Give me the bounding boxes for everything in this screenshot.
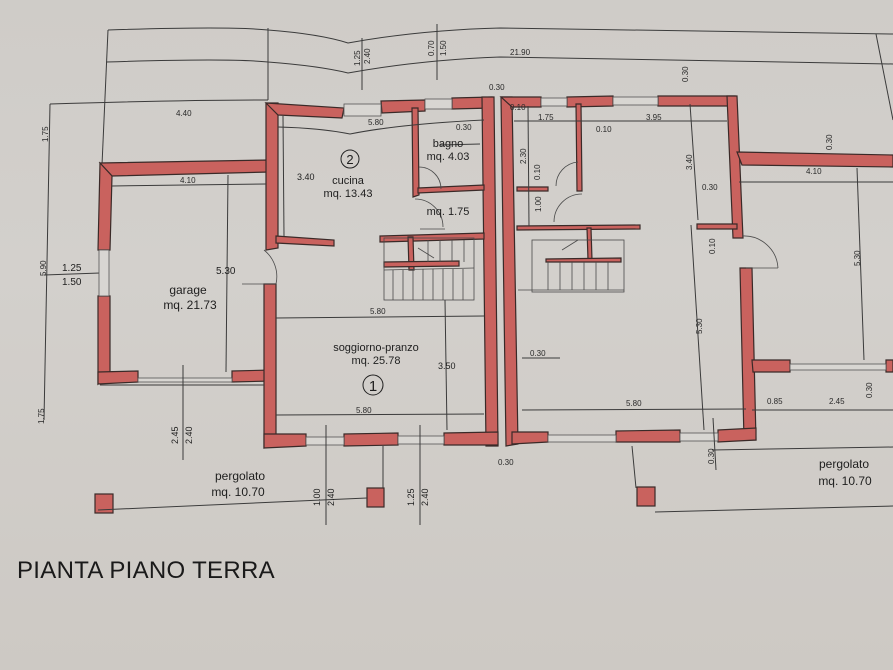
dim-lg-2-40: 2.40 xyxy=(184,426,194,444)
room-pergolato-right-name: pergolato xyxy=(819,457,869,471)
dim-r-1-75: 1.75 xyxy=(538,113,554,122)
dim-r-0-30-top: 0.30 xyxy=(681,66,690,82)
room-cucina-number: 2 xyxy=(346,152,353,167)
left-interior-dims xyxy=(97,115,485,525)
left-unit-walls xyxy=(94,96,499,514)
room-bagno-name: bagno xyxy=(433,138,464,150)
room-soggiorno-number: 1 xyxy=(369,378,377,395)
dim-sogg-width-top: 5.80 xyxy=(370,307,386,316)
dim-rg-2-45: 2.45 xyxy=(829,397,845,406)
dim-perg-2-40-b: 2.40 xyxy=(420,488,430,506)
room-soggiorno-area: mq. 25.78 xyxy=(352,355,401,367)
dim-r-5-80: 5.80 xyxy=(626,399,642,408)
dim-rg-0-30-top: 0.30 xyxy=(825,134,834,150)
dim-r-3-40: 3.40 xyxy=(685,154,694,170)
dim-rg-5-30: 5.30 xyxy=(853,250,862,266)
dim-1-50-top: 1.50 xyxy=(439,40,448,56)
dim-rg-4-10: 4.10 xyxy=(806,167,822,176)
dim-gap-bottom: 0.30 xyxy=(498,458,514,467)
room-garage-name: garage xyxy=(169,283,207,297)
dim-5-90-left: 5.90 xyxy=(39,260,48,276)
dim-0-70-top: 0.70 xyxy=(427,40,436,56)
room-pergolato-left-area: mq. 10.70 xyxy=(211,485,265,499)
dim-r-5-30: 5.30 xyxy=(695,318,704,334)
right-doors xyxy=(553,161,779,269)
dim-rg-0-85: 0.85 xyxy=(767,397,783,406)
dim-overall-21-90: 21.90 xyxy=(510,48,531,57)
dim-bagno-0-30: 0.30 xyxy=(456,123,472,132)
room-cucina-name: cucina xyxy=(332,175,365,187)
dim-r-3-95: 3.95 xyxy=(646,113,662,122)
dim-garage-depth: 5.30 xyxy=(216,266,236,277)
dim-r-0-10-c: 0.10 xyxy=(533,164,542,180)
dim-1-25-left: 1.25 xyxy=(62,263,82,274)
right-interior-dims xyxy=(514,103,893,513)
dim-perg-1-00: 1.00 xyxy=(312,488,322,506)
dim-1-75-left-top: 1.75 xyxy=(41,126,50,142)
dim-2-40-top: 2.40 xyxy=(363,48,372,64)
dim-lg-2-45: 2.45 xyxy=(170,426,180,444)
dim-rg-0-30: 0.30 xyxy=(865,382,874,398)
room-soggiorno-name: soggiorno-pranzo xyxy=(333,342,419,354)
dim-r-0-10-a: 0.10 xyxy=(510,103,526,112)
dim-sogg-width-bottom: 5.80 xyxy=(356,406,372,415)
room-garage-area: mq. 21.73 xyxy=(163,298,217,312)
room-pergolato-right-area: mq. 10.70 xyxy=(818,474,872,488)
top-dimension-lines xyxy=(43,24,893,421)
room-antibagno-area: mq. 1.75 xyxy=(427,206,470,218)
dim-perg-2-40-a: 2.40 xyxy=(326,488,336,506)
dim-perg-1-25: 1.25 xyxy=(406,488,416,506)
dim-1-25-top: 1.25 xyxy=(353,50,362,66)
dim-r-0-30-left: 0.30 xyxy=(530,349,546,358)
dim-gap-top: 0.30 xyxy=(489,83,505,92)
dim-sogg-depth: 3.50 xyxy=(438,361,456,371)
dim-cucina-width: 5.80 xyxy=(368,118,384,127)
room-pergolato-left-name: pergolato xyxy=(215,469,265,483)
room-number-circle-1 xyxy=(362,374,384,396)
right-staircase xyxy=(518,239,625,293)
left-staircase xyxy=(383,237,475,301)
dim-r-1-00: 1.00 xyxy=(534,196,543,212)
room-number-circle-2 xyxy=(340,149,360,169)
room-cucina-area: mq. 13.43 xyxy=(324,188,373,200)
dim-r-0-10-d: 0.10 xyxy=(708,238,717,254)
dim-1-75-left-bottom: 1.75 xyxy=(37,408,46,424)
dim-cucina-depth: 3.40 xyxy=(297,172,315,182)
dim-garage-width: 4.10 xyxy=(180,176,196,185)
room-bagno-area: mq. 4.03 xyxy=(427,151,470,163)
dim-r-0-30-mid: 0.30 xyxy=(702,183,718,192)
dim-r-2-30: 2.30 xyxy=(519,148,528,164)
dim-r-0-30-bottom: 0.30 xyxy=(707,448,716,464)
dim-4-40: 4.40 xyxy=(176,109,192,118)
left-doors xyxy=(242,166,445,285)
plan-title: PIANTA PIANO TERRA xyxy=(17,557,275,584)
dim-r-0-10-b: 0.10 xyxy=(596,125,612,134)
right-unit-walls xyxy=(499,95,893,507)
dim-1-50-left: 1.50 xyxy=(62,277,82,288)
